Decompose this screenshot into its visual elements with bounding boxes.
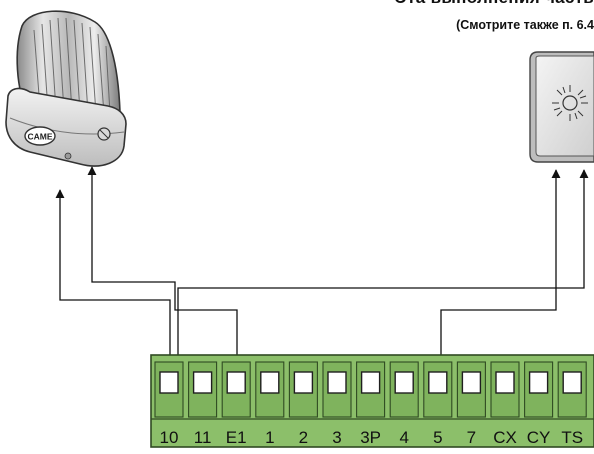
- terminal-screw-10: [159, 371, 179, 394]
- terminal-screw-3p: [360, 371, 381, 394]
- terminal-label-2: 2: [299, 428, 308, 447]
- terminal-screw-1: [260, 371, 280, 394]
- terminal-label-cx: CX: [493, 428, 517, 447]
- terminal-label-11: 11: [194, 428, 212, 447]
- terminal-screw-ts: [562, 371, 582, 394]
- lamp-wire-left: [55, 189, 171, 386]
- terminal-label-1: 1: [265, 428, 274, 447]
- terminal-label-e1: E1: [226, 428, 247, 447]
- lamp-wire-right: [87, 166, 238, 386]
- terminal-label-ts: TS: [561, 428, 583, 447]
- terminal-label-4: 4: [399, 428, 408, 447]
- lamp-brand-logo: CAME: [27, 132, 52, 142]
- terminal-screw-3: [327, 371, 347, 394]
- wiring-lines: [55, 166, 589, 387]
- indicator-wire-right: [177, 169, 589, 386]
- terminal-block: 10 11 E1 1 2 3 3P 4 5 7 CX CY TS: [150, 354, 594, 448]
- terminal-label-10: 10: [160, 428, 179, 447]
- terminal-screw-cx: [495, 371, 515, 394]
- terminal-label-3: 3: [332, 428, 341, 447]
- indicator-wire-left: [436, 169, 561, 387]
- terminal-screw-e1: [226, 371, 246, 394]
- terminal-label-7: 7: [467, 428, 476, 447]
- terminal-screw-11: [192, 371, 213, 394]
- flashing-lamp-icon: CAME: [5, 10, 127, 167]
- terminal-label-5: 5: [433, 428, 442, 447]
- terminal-screw-7: [461, 371, 482, 394]
- warning-light-icon: [529, 51, 594, 163]
- terminal-screw-5: [428, 371, 448, 394]
- terminal-label-3p: 3P: [360, 428, 381, 447]
- terminal-screw-2: [293, 371, 314, 394]
- terminal-screw-cy: [528, 371, 549, 394]
- terminal-screw-4: [394, 371, 414, 394]
- page-subtitle: (Смотрите также п. 6.4: [456, 18, 594, 32]
- page-title: Эта выполнения часть: [395, 0, 594, 8]
- terminal-label-cy: CY: [527, 428, 551, 447]
